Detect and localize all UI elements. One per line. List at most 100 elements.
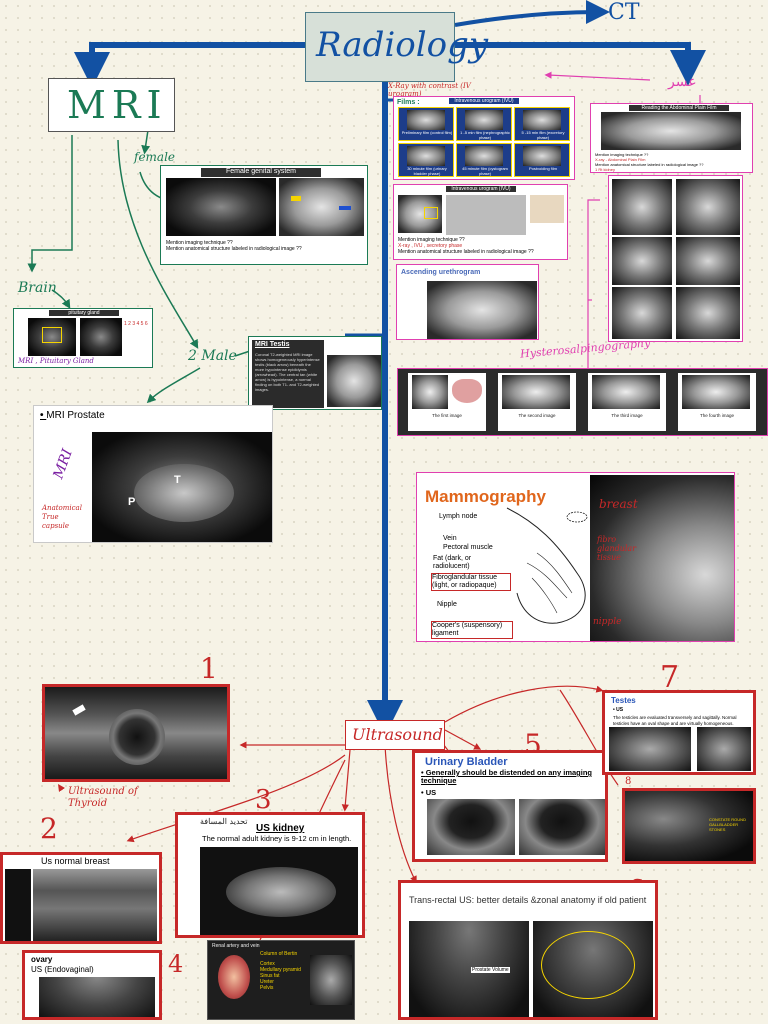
testis-mri-image: [327, 355, 381, 407]
ivu-cell-caption: 1 -5 min film (nephrographic phase): [460, 130, 510, 140]
testis-text: Coronal T2-weighted MRI image shows homo…: [255, 352, 320, 392]
breast-us-title: Us normal breast: [41, 856, 110, 866]
ivu-cell: 1 -5 min film (nephrographic phase): [456, 107, 512, 141]
mammo-label-pectoral: Pectoral muscle: [443, 544, 493, 551]
trus-title: Trans-rectal US: better details &zonal a…: [409, 895, 647, 905]
thyroid-trachea: [109, 709, 165, 765]
female-mri-image-1: [166, 178, 276, 236]
renal-title: Renal artery and vein: [212, 943, 260, 949]
ivu2-yellow-box: [424, 207, 438, 219]
ivu-card: Films : Intravenous urogram (IVU) Prelim…: [393, 96, 575, 180]
num-3: 3: [255, 785, 272, 815]
mri-label: MRI: [67, 83, 168, 127]
mammo-label-fat: Fat (dark, or radiolucent): [433, 555, 472, 570]
kidney-title: US kidney: [256, 823, 305, 834]
hsg-cell-caption: The first image: [432, 413, 462, 418]
ivu-cell-caption: 5 -15 min film (excretory phase): [521, 130, 565, 140]
abdominal-film-image: [612, 179, 672, 235]
testes-text: The testicles are evaluated transversely…: [613, 715, 737, 726]
hsg-cell-image: [502, 375, 570, 409]
prostate-title-text: MRI Prostate: [46, 410, 105, 421]
thyroid-us-card: [42, 684, 230, 782]
prostate-anno-2: True: [42, 513, 59, 521]
female-mri-label-yellow: [291, 196, 301, 201]
male-label: 2 Male: [188, 348, 237, 364]
renal-label-3: Medullary pyramid: [260, 967, 301, 973]
num-4: 4: [168, 950, 184, 978]
renal-label-5: Ureter: [260, 979, 274, 985]
hsg-cell-image: [412, 375, 448, 409]
mammography-title: Mammography: [425, 487, 546, 506]
ivu2-bullets: Mention imaging technique ?? X-ray , IVU…: [398, 237, 567, 255]
urethrogram-image: [427, 281, 537, 339]
num-1: 1: [200, 652, 218, 685]
urethrogram-title: Ascending urethrogram: [401, 269, 481, 276]
ivu-cell-caption: 45 minute film (cystogram phase): [462, 166, 508, 176]
mammo-label-cooper: Cooper's (suspensory) ligament: [431, 621, 513, 639]
ivu2-image-3: [530, 195, 564, 223]
female-label: female: [134, 150, 176, 164]
renal-label-2: Cortex: [260, 961, 275, 967]
breast-us-card: Us normal breast: [0, 852, 162, 944]
ultrasound-box: Ultrasound: [345, 720, 445, 750]
abdominal-film-grid: [608, 175, 743, 342]
breast-diagram: [506, 507, 588, 624]
thyroid-note: Ultrasound of Thyroid: [68, 786, 138, 809]
bladder-us-image-1: [427, 799, 515, 855]
female-bullet-2: Mention anatomical structure labeled in …: [166, 246, 302, 252]
gallbladder-note: CONSTATE ROUND GALLBLADDER STONES: [709, 817, 746, 832]
brain-label: Brain: [18, 280, 57, 296]
testis-text-panel: MRI Testis Coronal T2-weighted MRI image…: [252, 340, 324, 408]
ivu-cell-caption: 30 minute film (urinary bladder phase): [407, 166, 447, 176]
ivu-cell: Postvoiding film: [514, 143, 570, 177]
bladder-bullet-1-text: Generally should be distended on any ima…: [421, 768, 592, 785]
testes-bullet: • US: [613, 707, 624, 713]
ultrasound-label: Ultrasound: [352, 725, 443, 744]
mammography-card: Mammography Lymph node Vein Pectoral mus…: [416, 472, 735, 642]
num-7: 7: [660, 660, 680, 695]
kidney-arabic: تحديد المسافة: [200, 817, 248, 826]
ivu2-image-2: [446, 195, 526, 235]
bladder-title: Urinary Bladder: [425, 756, 508, 768]
hsg-cell: The third image: [588, 373, 666, 431]
prostate-left-note: MRI: [50, 446, 76, 482]
testes-us-image-2: [697, 727, 751, 771]
ivu-cell-caption: Preliminary film (control film): [401, 130, 453, 135]
breast-us-scale: [5, 869, 31, 941]
abdominal-film-image: [612, 237, 672, 285]
prostate-label-t: T: [174, 474, 181, 486]
trus-card: Trans-rectal US: better details &zonal a…: [398, 880, 658, 1020]
ivu-cell: 5 -15 min film (excretory phase): [514, 107, 570, 141]
kidney-us-card: تحديد المسافة US kidney The normal adult…: [175, 812, 365, 938]
urethrogram-card: Ascending urethrogram: [396, 264, 539, 340]
plain-bullet-4: 1 Rt kidney: [595, 167, 616, 172]
prostate-anno-1: Anatomical: [42, 504, 82, 512]
bladder-bullet-1: • Generally should be distended on any i…: [421, 768, 592, 785]
ivu2-image-1: [398, 195, 442, 233]
ovary-us-card: ovary US (Endovaginal): [22, 950, 162, 1020]
renal-label-4: Sinus fat: [260, 973, 280, 979]
mammo-label-vein: Vein: [443, 535, 457, 542]
plain-bullet-2: X-ray - Abdominal Plain Film: [595, 157, 646, 162]
mri-prostate-card: • MRI Prostate T P MRI Anatomical True c…: [33, 405, 273, 543]
brain-pituitary-card: pituitary gland 1 2 3 4 5 6 MRI , Pituit…: [13, 308, 153, 368]
hsg-cell: The fourth image: [678, 373, 756, 431]
xray-label: X-Ray with contrast (IV urogram): [388, 82, 471, 98]
prostate-annotation: Anatomical True capsule: [42, 504, 102, 531]
ivu-cell: 45 minute film (cystogram phase): [456, 143, 512, 177]
kidney-text: The normal adult kidney is 9-12 cm in le…: [202, 834, 352, 843]
hsg-cell-image: [682, 375, 750, 409]
testes-us-image-1: [609, 727, 691, 771]
arabic-note: عسر: [668, 74, 697, 90]
gallbladder-num: 8: [625, 776, 632, 787]
plain-film-card: Reading the Abdominal Plain Film Mention…: [590, 103, 753, 173]
ivu2-header: Intravenous urogram (IVU): [446, 186, 516, 192]
mammo-label-lymph: Lymph node: [439, 513, 478, 520]
ovary-title: ovary: [31, 955, 53, 964]
plain-bullet-1: Mention imaging technique ??: [595, 152, 649, 157]
ivu-cell-image: [523, 110, 561, 130]
kidney-shape: [226, 867, 336, 917]
prostate-anno-3: capsule: [42, 522, 70, 530]
renal-label-6: Pelvis: [260, 985, 274, 991]
